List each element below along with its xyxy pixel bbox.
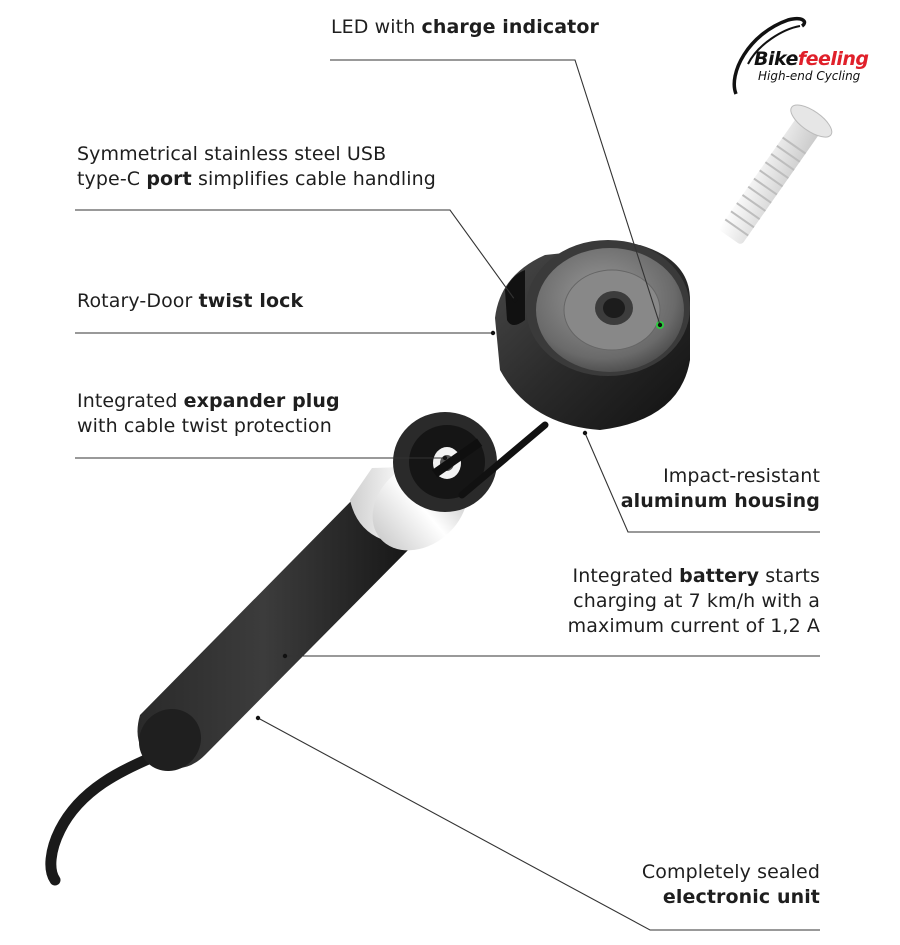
label-battery-line2: charging at 7 km/h with a <box>573 590 820 612</box>
leader-lines <box>75 59 820 931</box>
label-battery: Integrated battery starts charging at 7 … <box>568 564 820 639</box>
logo-brand-part2: feeling <box>797 48 869 70</box>
label-usb-line2-post: simplifies cable handling <box>191 168 436 190</box>
label-housing-bold: aluminum housing <box>620 490 820 512</box>
label-usb-line1: Symmetrical stainless steel USB <box>77 143 387 165</box>
label-led: LED with charge indicator <box>331 15 599 40</box>
label-housing: Impact-resistant aluminum housing <box>621 464 820 514</box>
label-expander-line1: Integrated expander plug <box>77 389 340 414</box>
label-sealed-line2: electronic unit <box>642 885 820 910</box>
label-housing-line1: Impact-resistant <box>663 465 820 487</box>
label-battery-post: starts <box>759 565 820 587</box>
label-usb-line2: type-C port simplifies cable handling <box>77 167 436 192</box>
label-twist-text: Rotary-Door <box>77 290 199 312</box>
label-housing-line2: aluminum housing <box>621 489 820 514</box>
battery-body <box>137 492 418 769</box>
logo-tagline: High-end Cycling <box>758 69 861 83</box>
label-led-bold: charge indicator <box>421 16 599 38</box>
label-usb: Symmetrical stainless steel USB type-C p… <box>77 142 436 192</box>
label-twist-lock: Rotary-Door twist lock <box>77 289 303 314</box>
label-expander-pre: Integrated <box>77 390 184 412</box>
label-battery-bold: battery <box>679 565 760 587</box>
bikefeeling-logo: Bikefeeling High-end Cycling <box>728 14 888 104</box>
label-sealed: Completely sealed electronic unit <box>642 860 820 910</box>
logo-swoosh-icon <box>732 16 807 95</box>
screw <box>719 104 833 244</box>
label-expander-line2: with cable twist protection <box>77 415 332 437</box>
label-expander-bold: expander plug <box>183 390 340 412</box>
label-led-text: LED with <box>331 16 422 38</box>
label-battery-line1: Integrated battery starts <box>568 564 820 589</box>
logo-brand-part1: Bike <box>754 48 798 70</box>
cable <box>45 746 171 886</box>
label-usb-line2-pre: type-C <box>77 168 147 190</box>
logo-brand: Bikefeeling <box>754 48 869 70</box>
label-battery-pre: Integrated <box>572 565 680 587</box>
label-expander: Integrated expander plug with cable twis… <box>77 389 340 439</box>
label-twist-bold: twist lock <box>198 290 304 312</box>
label-battery-line3: maximum current of 1,2 A <box>567 615 820 637</box>
label-usb-line2-bold: port <box>146 168 192 190</box>
label-sealed-bold: electronic unit <box>662 886 820 908</box>
label-sealed-line1: Completely sealed <box>641 861 820 883</box>
